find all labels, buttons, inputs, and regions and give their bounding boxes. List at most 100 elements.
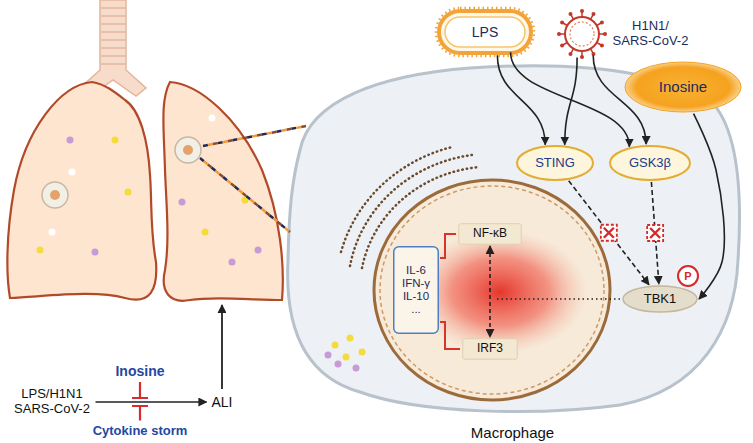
kinase-ellipse: TBK1 bbox=[622, 285, 698, 313]
node-label: ALI bbox=[211, 394, 232, 410]
node-label: IL-6 IFN-γ IL-10 ... bbox=[401, 264, 431, 317]
node-label: IRF3 bbox=[477, 342, 503, 356]
vesicle-dots bbox=[353, 365, 360, 372]
inhibition-bar bbox=[132, 406, 148, 421]
bacterium: LPS bbox=[437, 9, 533, 55]
signal-ellipse-fill bbox=[610, 146, 690, 180]
node-label: GSK3β bbox=[629, 156, 671, 171]
signal-ellipse: GSK3β bbox=[609, 145, 691, 181]
zoom-line bbox=[200, 158, 290, 232]
node-label: Inosine bbox=[659, 78, 707, 95]
virus-spike bbox=[580, 9, 584, 13]
alveolar-cell bbox=[183, 145, 193, 155]
node-label: STING bbox=[535, 156, 575, 171]
kinase-ellipse-fill bbox=[623, 286, 697, 312]
virus: H1N1/ SARS-CoV-2 bbox=[556, 8, 691, 60]
node-label: LPS bbox=[472, 24, 498, 40]
virus-spike bbox=[592, 12, 596, 16]
lung-outline bbox=[7, 82, 156, 300]
phospho-circle-fill bbox=[678, 266, 698, 286]
vesicle-dots bbox=[359, 349, 366, 356]
cytokine-box: IL-6 IFN-γ IL-10 ... bbox=[393, 246, 439, 334]
arrow-connector bbox=[489, 246, 491, 337]
particle-dots bbox=[49, 229, 56, 236]
injury-arrow bbox=[221, 305, 223, 389]
virus-spike bbox=[592, 52, 596, 56]
zoom-line bbox=[200, 158, 290, 232]
virus-spike bbox=[580, 55, 584, 59]
particle-dots bbox=[37, 247, 44, 254]
inhibitor-label: Cytokine storm bbox=[91, 422, 190, 441]
particle-dots bbox=[69, 169, 76, 176]
particle-dots bbox=[255, 247, 262, 254]
signal-ellipse: STING bbox=[516, 145, 594, 181]
virus-spike bbox=[560, 44, 564, 48]
bacterium-wall bbox=[439, 11, 531, 53]
zoom-line bbox=[203, 126, 306, 146]
node-label: Macrophage bbox=[471, 424, 554, 441]
bacterium-pili bbox=[436, 8, 534, 56]
virus-spike bbox=[557, 32, 561, 36]
gene-box-fill bbox=[463, 339, 518, 360]
signal-dotted-line bbox=[494, 298, 620, 300]
particle-dots bbox=[209, 115, 216, 122]
bacterium-inner bbox=[445, 17, 525, 47]
virus-genome bbox=[570, 22, 594, 46]
cytokine-box-fill bbox=[394, 247, 439, 334]
zoom-line bbox=[203, 126, 306, 146]
node-label: H1N1/ SARS-CoV-2 bbox=[612, 19, 689, 49]
trigger-label: LPS/H1N1 SARS-CoV-2 bbox=[12, 385, 93, 419]
virus-spike bbox=[603, 32, 607, 36]
nucleus bbox=[380, 186, 604, 394]
inosine-ellipse: Inosine bbox=[624, 61, 742, 113]
particle-dots bbox=[229, 259, 236, 266]
virus-spike bbox=[600, 21, 604, 25]
phospho-circle: P bbox=[677, 265, 699, 287]
block-mark bbox=[650, 228, 660, 238]
inosine-ellipse-fill bbox=[625, 62, 741, 112]
particle-dots bbox=[179, 199, 186, 206]
vesicle-dots bbox=[332, 342, 339, 349]
virus-spike bbox=[560, 21, 564, 25]
node-label: TBK1 bbox=[644, 292, 677, 307]
alveolar-cell bbox=[42, 182, 68, 208]
transcription-line bbox=[440, 322, 460, 349]
particle-dots bbox=[125, 189, 132, 196]
lung-outline bbox=[163, 82, 282, 301]
inhibition-bar bbox=[132, 382, 148, 398]
virus-spike bbox=[569, 12, 573, 16]
alveolar-cell bbox=[42, 137, 201, 208]
trachea bbox=[100, 8, 126, 64]
node-label: Inosine bbox=[115, 363, 164, 379]
virus-spike bbox=[600, 44, 604, 48]
macrophage-cell-outline bbox=[285, 58, 740, 443]
alveolar-cell bbox=[175, 137, 201, 163]
node-label: LPS/H1N1 SARS-CoV-2 bbox=[14, 387, 91, 417]
nucleus bbox=[374, 180, 610, 400]
particle-dots bbox=[67, 137, 74, 144]
nucleus bbox=[374, 180, 610, 400]
gene-box: IRF3 bbox=[462, 338, 518, 360]
arrow-connector bbox=[96, 401, 207, 403]
macrophage-cell: STING GSK3βNF-κB IL-6 IFN-γ IL-10 ... IRF3 T… bbox=[285, 58, 740, 443]
particle-dots bbox=[112, 137, 119, 144]
node-label: P bbox=[684, 270, 691, 283]
signal-ellipse-fill bbox=[517, 146, 593, 180]
gene-box: NF-κB bbox=[458, 223, 522, 245]
gene-box-fill bbox=[459, 224, 522, 245]
particle-dots bbox=[37, 115, 262, 266]
node-label: NF-κB bbox=[473, 227, 507, 241]
cell-membrane bbox=[288, 66, 740, 412]
block-mark bbox=[604, 228, 614, 238]
node-label: Cytokine storm bbox=[93, 424, 188, 439]
vesicle-dots bbox=[343, 354, 350, 361]
block-mark bbox=[647, 225, 663, 241]
virus-outline bbox=[556, 8, 608, 60]
virus-spike bbox=[569, 52, 573, 56]
virus-particle bbox=[557, 9, 607, 59]
vesicle-dots bbox=[347, 335, 354, 342]
particle-dots bbox=[92, 249, 99, 256]
